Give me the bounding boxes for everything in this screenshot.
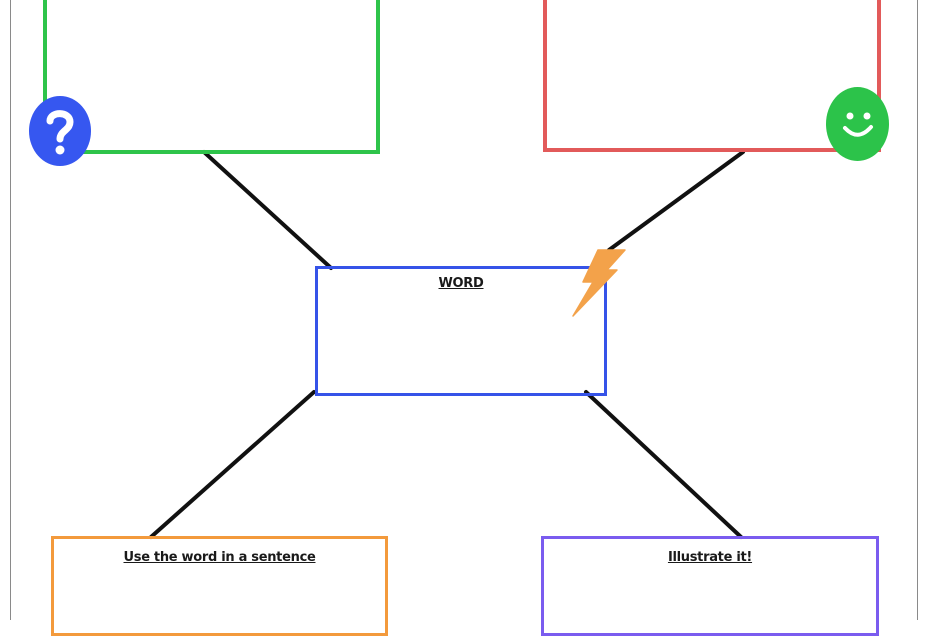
- connector-lines: [149, 150, 745, 539]
- bottom-left-sentence-box[interactable]: Use the word in a sentence: [51, 536, 388, 636]
- sentence-box-label: Use the word in a sentence: [123, 550, 316, 565]
- question-mark-icon: [29, 96, 91, 166]
- smiley-face-icon: [826, 87, 889, 161]
- connector-top-right: [607, 150, 745, 252]
- connector-bottom-right: [584, 390, 743, 539]
- lightning-bolt-icon: [572, 249, 626, 317]
- illustrate-box-label: Illustrate it!: [667, 550, 753, 565]
- bottom-right-illustrate-box[interactable]: Illustrate it!: [541, 536, 879, 636]
- top-left-box[interactable]: [43, 0, 380, 154]
- connector-bottom-left: [149, 390, 316, 539]
- center-word-box[interactable]: WORD: [315, 266, 607, 396]
- top-right-box[interactable]: [543, 0, 881, 152]
- worksheet-page: WORD Use the word in a sentence Illustra…: [10, 0, 918, 636]
- connector-top-left: [202, 150, 333, 270]
- center-word-label: WORD: [438, 276, 484, 291]
